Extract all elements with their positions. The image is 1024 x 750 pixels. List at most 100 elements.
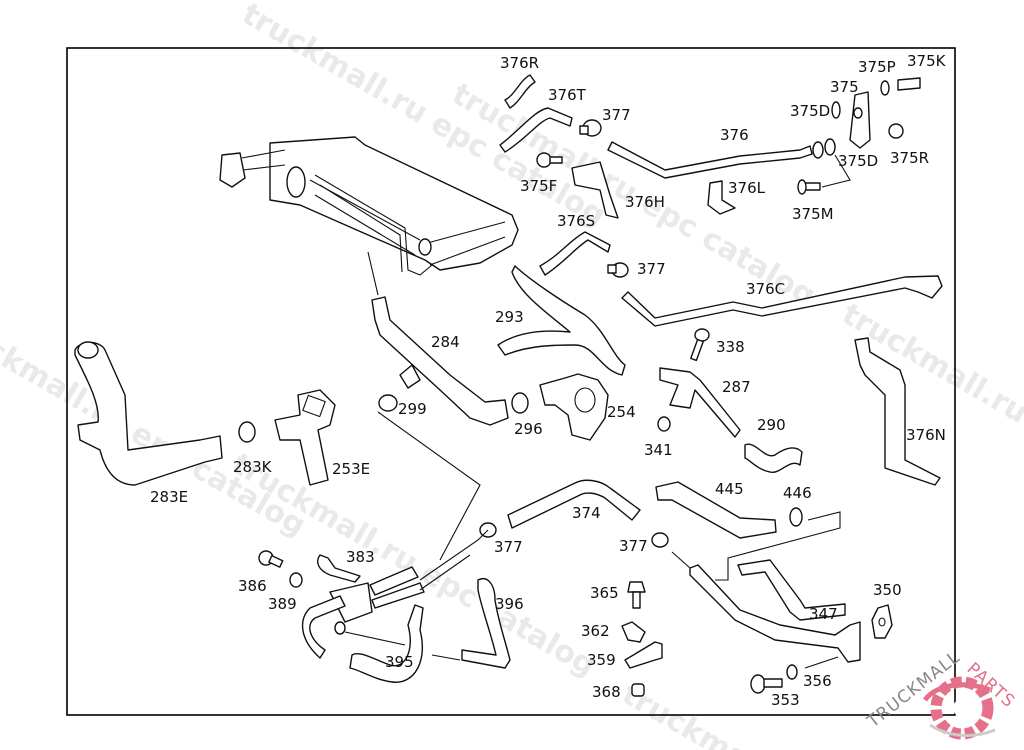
grommet-368[interactable] xyxy=(631,683,645,697)
hose-376S[interactable] xyxy=(539,231,611,276)
part-label-368[interactable]: 368 xyxy=(592,683,621,701)
part-label-365[interactable]: 365 xyxy=(590,584,619,602)
hose-395[interactable] xyxy=(349,604,424,683)
washer-356[interactable] xyxy=(786,664,798,680)
part-label-376T[interactable]: 376T xyxy=(548,86,587,104)
part-label-376[interactable]: 376 xyxy=(720,126,749,144)
pipe-284[interactable] xyxy=(371,296,509,426)
pipe-376C[interactable] xyxy=(621,275,943,327)
part-label-375K[interactable]: 375K xyxy=(907,52,947,70)
hose-396[interactable] xyxy=(461,578,511,669)
housing-254[interactable] xyxy=(539,373,609,441)
hose-445[interactable] xyxy=(655,481,777,539)
part-label-353[interactable]: 353 xyxy=(771,691,800,709)
hose-376R[interactable] xyxy=(504,74,536,109)
pipe-284-stub xyxy=(399,364,421,389)
bracket-359[interactable] xyxy=(624,641,663,669)
part-label-253E[interactable]: 253E xyxy=(332,460,370,478)
pipe-376[interactable] xyxy=(607,141,813,179)
part-labels: 376R 376T 377 376 375P 375K 375 375D 375… xyxy=(150,52,947,709)
part-label-341[interactable]: 341 xyxy=(644,441,673,459)
part-label-376R[interactable]: 376R xyxy=(500,54,539,72)
gasket-350[interactable] xyxy=(871,604,893,639)
part-label-386[interactable]: 386 xyxy=(238,577,267,595)
clamp-377-lower-right[interactable] xyxy=(651,532,669,548)
pipe-347[interactable] xyxy=(689,564,861,663)
part-label-362[interactable]: 362 xyxy=(581,622,610,640)
part-label-446[interactable]: 446 xyxy=(783,484,812,502)
part-label-290[interactable]: 290 xyxy=(757,416,786,434)
bolt-365[interactable] xyxy=(627,581,646,609)
part-label-377[interactable]: 377 xyxy=(637,260,666,278)
bracket-376L[interactable] xyxy=(707,180,736,215)
bolt-353[interactable] xyxy=(750,674,783,694)
bolt-338[interactable] xyxy=(690,328,710,362)
part-label-377[interactable]: 377 xyxy=(494,538,523,556)
diagram-frame xyxy=(66,47,956,716)
truckmall-parts-logo: TRUCKMALL PARTS xyxy=(863,647,1019,740)
part-label-296[interactable]: 296 xyxy=(514,420,543,438)
gear-icon xyxy=(922,676,996,740)
bracket-376N[interactable] xyxy=(854,337,941,486)
part-label-389[interactable]: 389 xyxy=(268,595,297,613)
part-label-356[interactable]: 356 xyxy=(803,672,832,690)
clamp-283K[interactable] xyxy=(238,421,256,443)
bolt-375F[interactable] xyxy=(536,152,563,168)
leader-line xyxy=(715,511,841,581)
nut-341[interactable] xyxy=(657,416,671,432)
part-label-347[interactable]: 347 xyxy=(809,605,838,623)
part-label-376L[interactable]: 376L xyxy=(728,179,766,197)
part-label-383[interactable]: 383 xyxy=(346,548,375,566)
part-label-375M[interactable]: 375M xyxy=(792,205,834,223)
part-label-377[interactable]: 377 xyxy=(602,106,631,124)
clip-362[interactable] xyxy=(621,621,646,643)
part-label-375P[interactable]: 375P xyxy=(858,58,896,76)
part-label-377[interactable]: 377 xyxy=(619,537,648,555)
part-label-293[interactable]: 293 xyxy=(495,308,524,326)
housing-253E[interactable] xyxy=(274,389,336,486)
hose-283E[interactable] xyxy=(74,341,223,486)
part-label-284[interactable]: 284 xyxy=(431,333,460,351)
clamp-377-top[interactable] xyxy=(579,119,602,137)
part-label-375D[interactable]: 375D xyxy=(838,152,878,170)
bracket-376H[interactable] xyxy=(571,161,619,219)
hose-293[interactable] xyxy=(497,265,626,376)
leader-line xyxy=(367,251,379,296)
clamp-299[interactable] xyxy=(378,394,398,412)
part-label-299[interactable]: 299 xyxy=(398,400,427,418)
part-label-445[interactable]: 445 xyxy=(715,480,744,498)
clamp-446[interactable] xyxy=(789,507,803,527)
hose-290[interactable] xyxy=(744,443,803,473)
hose-374[interactable] xyxy=(507,479,641,529)
part-label-395[interactable]: 395 xyxy=(385,653,414,671)
part-label-375R[interactable]: 375R xyxy=(890,149,929,167)
clamp-377-mid[interactable] xyxy=(607,262,629,278)
washer-389[interactable] xyxy=(289,572,303,588)
valve-383[interactable] xyxy=(301,554,425,659)
part-label-375D[interactable]: 375D xyxy=(790,102,830,120)
pipe-347-upper[interactable] xyxy=(737,559,846,621)
leader-line xyxy=(344,631,461,661)
part-label-359[interactable]: 359 xyxy=(587,651,616,669)
part-label-376C[interactable]: 376C xyxy=(746,280,785,298)
clamp-296[interactable] xyxy=(511,392,529,414)
part-label-287[interactable]: 287 xyxy=(722,378,751,396)
flange-375[interactable] xyxy=(797,77,921,195)
part-label-396[interactable]: 396 xyxy=(495,595,524,613)
part-label-376N[interactable]: 376N xyxy=(906,426,946,444)
part-label-338[interactable]: 338 xyxy=(716,338,745,356)
part-label-376S[interactable]: 376S xyxy=(557,212,595,230)
part-label-375F[interactable]: 375F xyxy=(520,177,557,195)
part-label-376H[interactable]: 376H xyxy=(625,193,665,211)
pipe-287[interactable] xyxy=(659,367,741,438)
part-label-374[interactable]: 374 xyxy=(572,504,601,522)
part-label-350[interactable]: 350 xyxy=(873,581,902,599)
part-label-283K[interactable]: 283K xyxy=(233,458,273,476)
part-label-254[interactable]: 254 xyxy=(607,403,636,421)
hose-376T[interactable] xyxy=(499,107,573,153)
bolt-386[interactable] xyxy=(258,550,284,568)
leader-line xyxy=(377,411,489,591)
part-label-375[interactable]: 375 xyxy=(830,78,859,96)
heater-core[interactable] xyxy=(219,136,519,276)
part-label-283E[interactable]: 283E xyxy=(150,488,188,506)
